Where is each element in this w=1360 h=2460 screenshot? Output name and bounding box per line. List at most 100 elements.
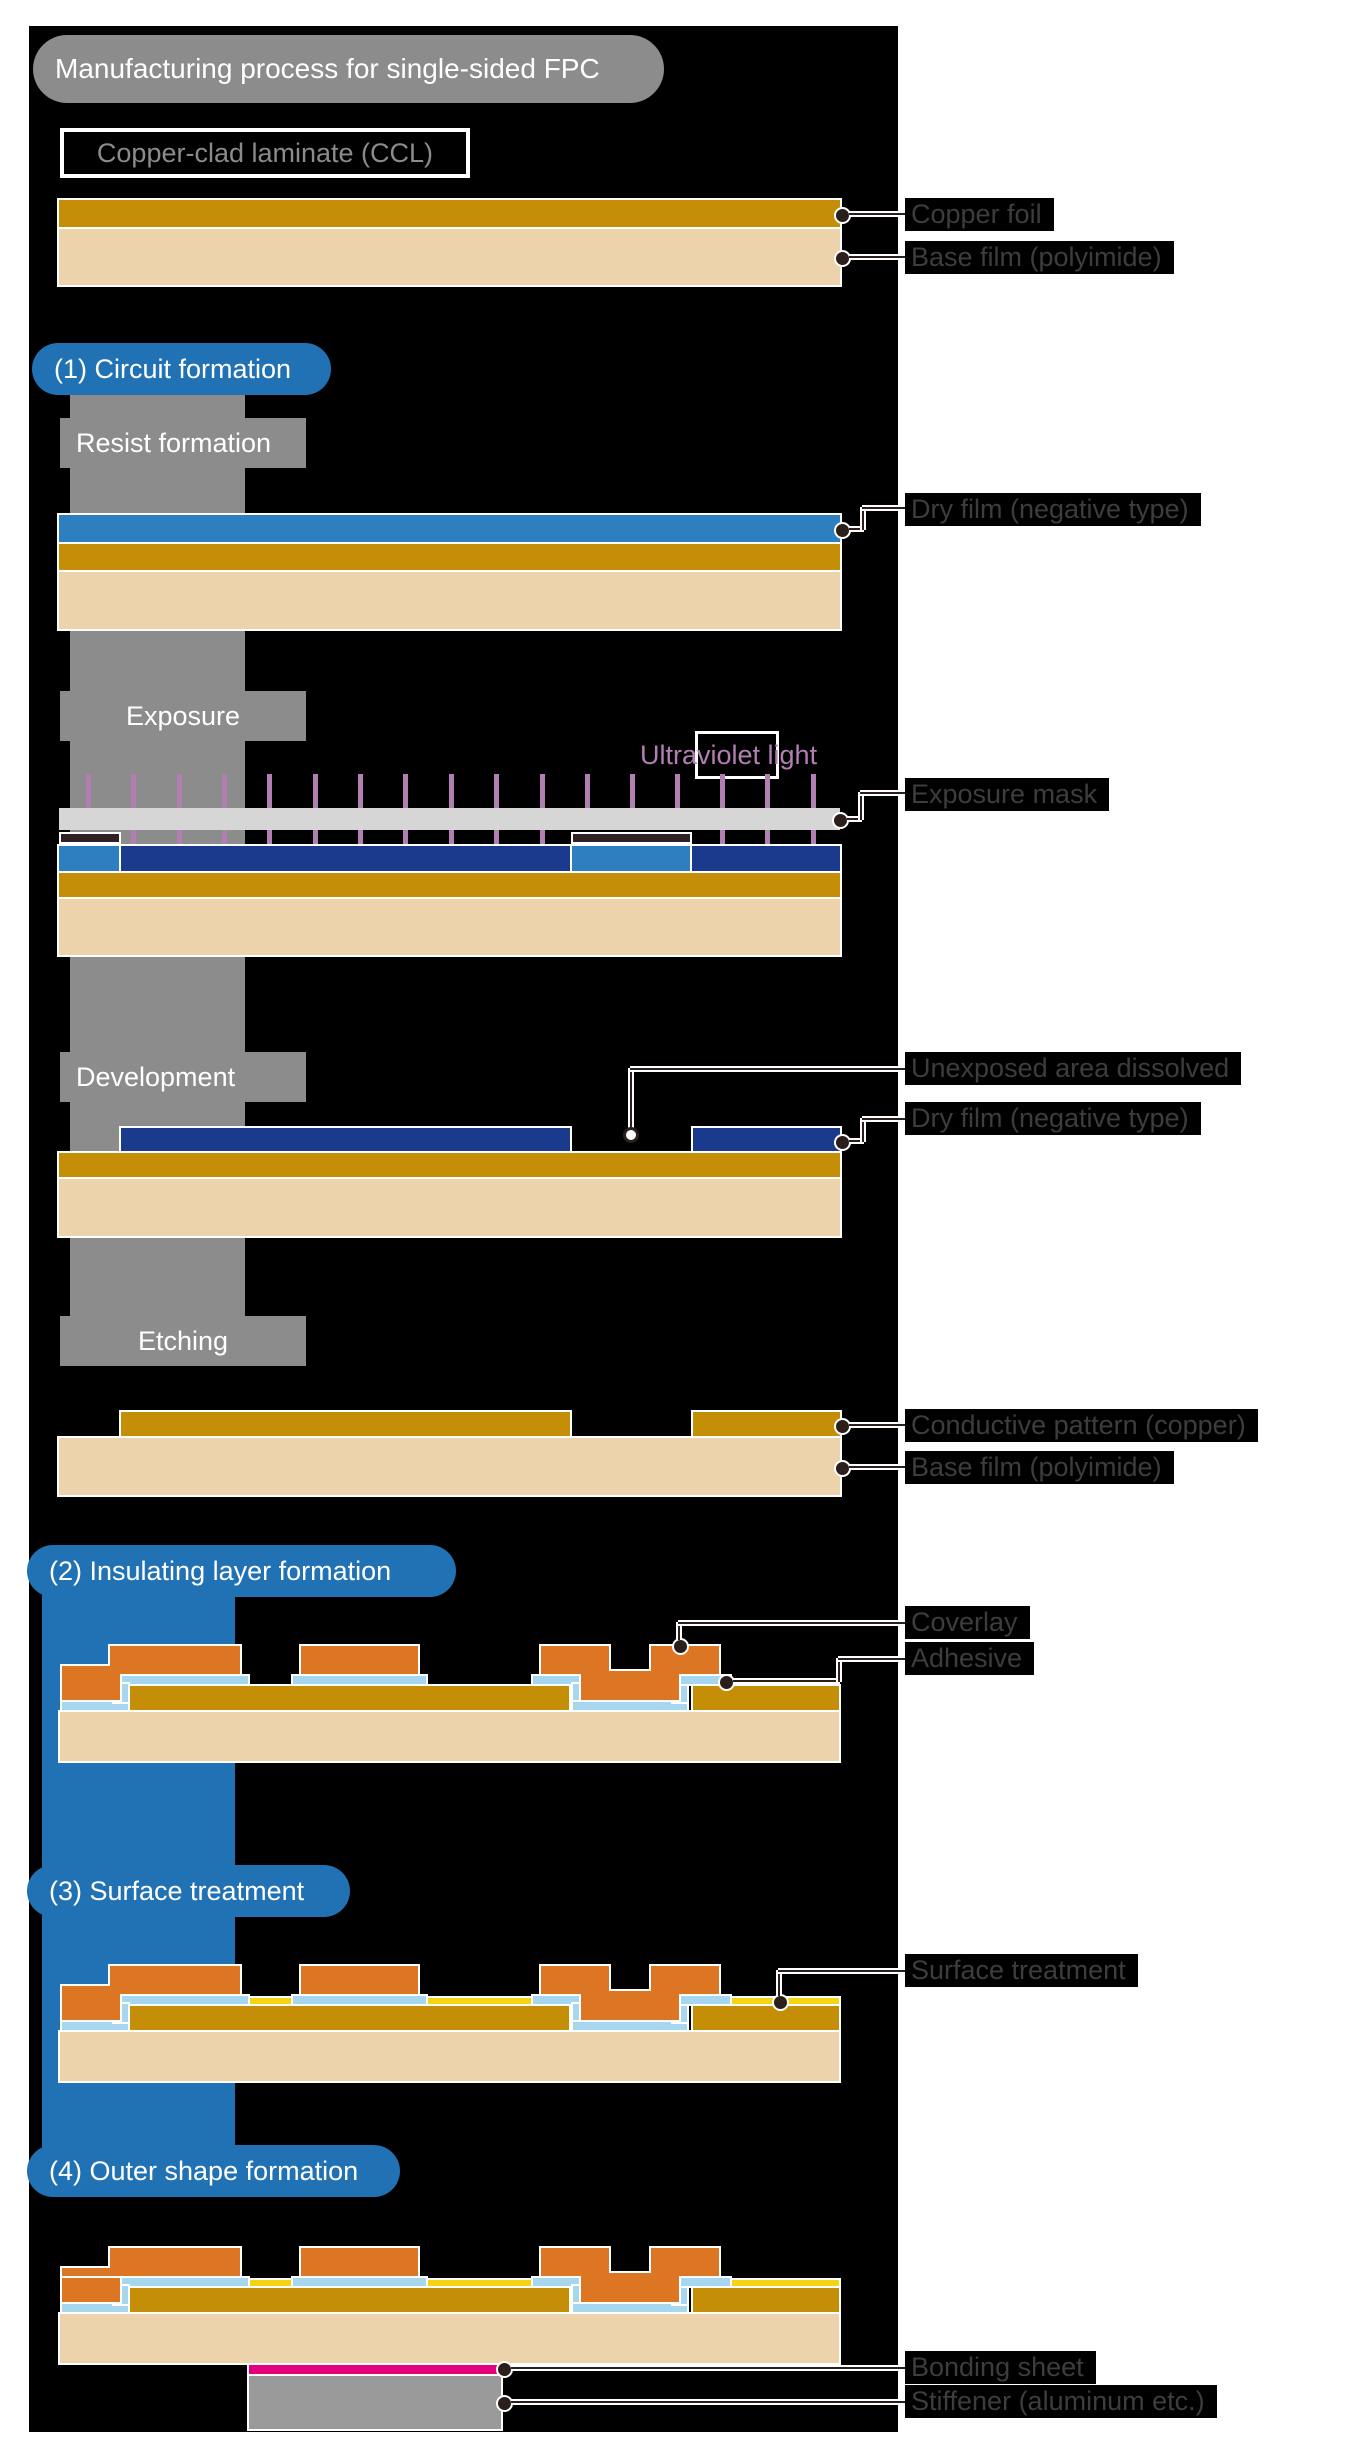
leader-line (860, 792, 905, 794)
etch-copper-segment (693, 1412, 840, 1438)
label-surface-treatment: Surface treatment (905, 1954, 1138, 1987)
ccl-label-box: Copper-clad laminate (CCL) (60, 128, 470, 178)
leader-line (862, 1118, 864, 1142)
label-unexposed-dissolved: Unexposed area dissolved (905, 1052, 1242, 1085)
base-film-shape (58, 1710, 841, 1763)
step-badge-3: (3) Surface treatment (27, 1865, 350, 1917)
step-badge-1: (1) Circuit formation (32, 343, 331, 395)
leader-line (778, 1970, 780, 1996)
leader-dot-open (623, 1127, 639, 1143)
base-film-shape (58, 2030, 841, 2083)
leader-dot (834, 207, 851, 224)
label-dry-film-2: Dry film (negative type) (905, 1102, 1201, 1135)
film-exposed-segment (121, 846, 570, 873)
leader-line (630, 1068, 905, 1070)
process-box-development-text: Development (76, 1061, 236, 1092)
resist-base-layer (59, 572, 840, 629)
leader-line (862, 1118, 905, 1120)
uv-arrow (585, 774, 590, 813)
label-stiffener: Stiffener (aluminum etc.) (905, 2385, 1217, 2418)
leader-dot (832, 812, 849, 829)
leader-dot (496, 2361, 513, 2378)
dev-base-layer (59, 1179, 840, 1236)
label-adhesive: Adhesive (905, 1642, 1035, 1675)
dev-copper-layer (59, 1153, 840, 1179)
copper-pattern-shape (120, 2286, 841, 2314)
step-badge-3-text: (3) Surface treatment (49, 1875, 305, 1906)
step-badge-1-text: (1) Circuit formation (54, 353, 292, 384)
process-box-exposure-text: Exposure (125, 700, 241, 731)
leader-line (849, 213, 905, 215)
leader-line (849, 1424, 905, 1426)
surface-treatment-shape (248, 2278, 841, 2288)
surface-treatment-cross-section (58, 1964, 841, 2083)
leader-dot (772, 1994, 789, 2011)
process-box-etching: Etching (60, 1316, 306, 1366)
leader-line (860, 792, 862, 820)
process-box-resist-text: Resist formation (76, 427, 272, 458)
uv-arrow (630, 774, 635, 813)
bonding-sheet-shape (247, 2363, 503, 2376)
leader-dot (718, 1674, 735, 1691)
uv-light-label: Ultraviolet light (640, 740, 818, 770)
uv-highlight-box (695, 731, 779, 779)
leader-line (733, 1680, 840, 1682)
ccl-copper-layer (59, 200, 840, 229)
label-coverlay: Coverlay (905, 1606, 1030, 1639)
leader-dot (496, 2395, 513, 2412)
leader-line (847, 818, 862, 820)
leader-line (862, 507, 864, 530)
leader-line (678, 1622, 680, 1640)
process-box-etching-text: Etching (137, 1325, 229, 1356)
leader-line (511, 2367, 905, 2369)
etch-copper-segment (121, 1412, 570, 1438)
resist-dryfilm-layer (59, 515, 840, 544)
leader-dot (834, 250, 851, 267)
leader-dot (834, 1460, 851, 1477)
leader-dot (672, 1638, 689, 1655)
page-title: Manufacturing process for single-sided F… (33, 35, 664, 103)
label-copper-foil: Copper foil (905, 198, 1054, 231)
process-box-exposure: Exposure (60, 691, 306, 741)
label-conductive-pattern: Conductive pattern (copper) (905, 1409, 1258, 1442)
resist-copper-layer (59, 544, 840, 572)
leader-line (849, 1466, 905, 1468)
leader-dot (834, 1134, 851, 1151)
label-bonding-sheet: Bonding sheet (905, 2351, 1096, 2384)
coverlay-shape (60, 2246, 721, 2304)
leader-line (849, 528, 864, 530)
leader-line (862, 507, 905, 509)
leader-dot (834, 1418, 851, 1435)
label-dry-film-1: Dry film (negative type) (905, 493, 1201, 526)
step-badge-2-text: (2) Insulating layer formation (49, 1555, 392, 1586)
coverlay-shape (60, 1644, 721, 1702)
label-exposure-mask: Exposure mask (905, 778, 1110, 811)
exposure-copper-layer (59, 873, 840, 899)
step-badge-4: (4) Outer shape formation (27, 2145, 400, 2197)
uv-arrow (675, 774, 680, 813)
ccl-base-layer (59, 229, 840, 285)
step-badge-4-text: (4) Outer shape formation (49, 2155, 359, 2186)
coverlay-shape (60, 1964, 721, 2022)
outer-shape-cross-section (58, 2246, 841, 2431)
leader-line (630, 1068, 632, 1134)
film-unexposed-segment (59, 846, 121, 873)
leader-dot (834, 522, 851, 539)
dev-dryfilm-segment (121, 1128, 570, 1153)
ccl-label-text: Copper-clad laminate (CCL) (96, 137, 434, 168)
copper-pattern-shape (120, 2004, 841, 2032)
mask-opaque-segment (59, 832, 121, 844)
base-film-shape (58, 2312, 841, 2365)
process-box-development: Development (60, 1052, 306, 1102)
label-base-film-1: Base film (polyimide) (905, 241, 1174, 274)
stiffener-shape (247, 2374, 503, 2431)
label-base-film-2: Base film (polyimide) (905, 1451, 1174, 1484)
film-unexposed-segment (572, 846, 690, 873)
insulating-cross-section (58, 1644, 841, 1763)
leader-line (838, 1658, 905, 1660)
uv-arrow (86, 774, 91, 813)
exposure-mask-bar (59, 808, 840, 830)
leader-line (849, 256, 905, 258)
leader-line (511, 2401, 905, 2403)
